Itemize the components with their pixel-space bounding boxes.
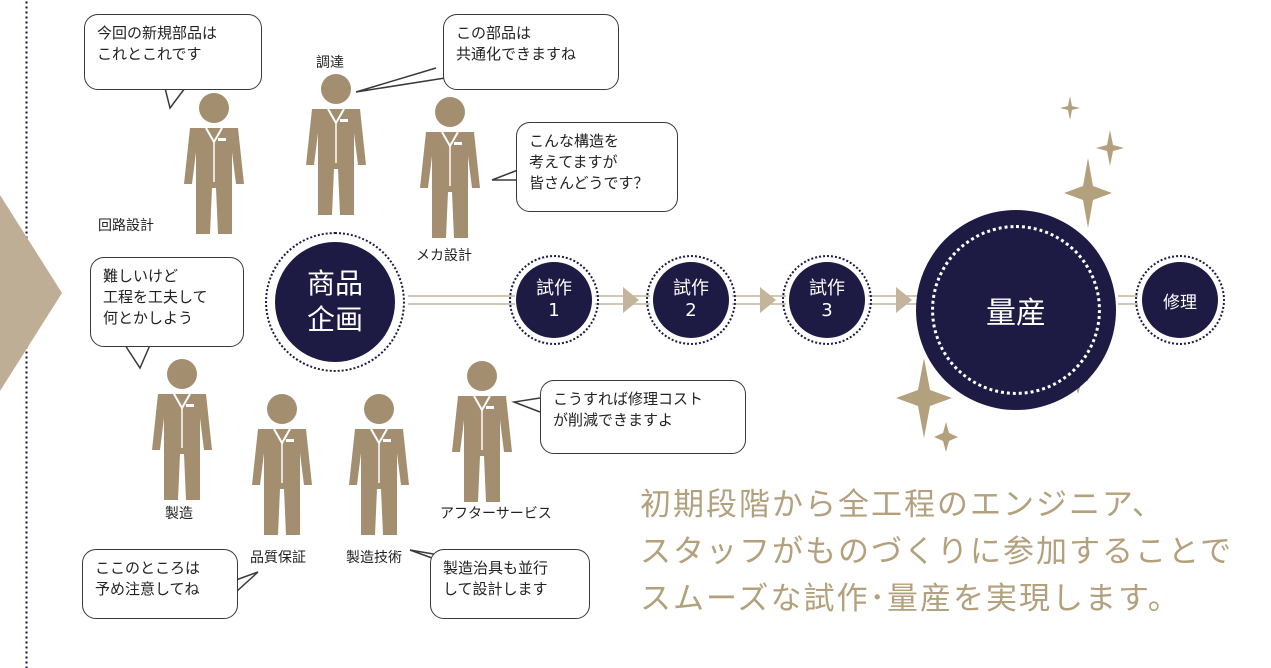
arrow-icon <box>623 287 639 313</box>
bubble-procurement: この部品は 共通化できますね <box>443 14 619 90</box>
stage-ring <box>1135 255 1225 345</box>
description-text: 初期段階から全工程のエンジニア、 スタッフがものづくりに参加することで スムーズ… <box>640 487 1234 617</box>
stage-repair: 修理 <box>1142 262 1218 338</box>
bubble-tail <box>491 169 519 181</box>
stage-mass: 量産 <box>941 235 1091 385</box>
bubble-circuit: 今回の新規部品は これとこれです <box>84 14 262 90</box>
person-manufacturing-icon <box>152 359 212 500</box>
bubble-mechanical: こんな構造を 考えてますが 皆さんどうです？ <box>516 122 678 212</box>
person-after-service-icon <box>452 361 512 502</box>
arrow-icon <box>760 287 776 313</box>
bubble-tail <box>511 397 541 413</box>
sparkle-icon <box>1060 96 1080 120</box>
role-label-after-service: アフターサービス <box>440 506 552 522</box>
person-circuit-icon <box>184 93 244 234</box>
role-label-quality: 品質保証 <box>250 550 306 566</box>
bubble-manufacturing: 難しいけど 工程を工夫して 何とかしよう <box>90 257 244 347</box>
stage-ring <box>782 255 872 345</box>
stage-ring <box>265 232 405 372</box>
sparkle-icon <box>934 422 958 452</box>
person-procurement-icon <box>306 74 366 215</box>
role-label-manufacturing: 製造 <box>165 506 193 522</box>
stage-proto-3: 試作 3 <box>789 262 865 338</box>
sparkle-icon <box>1064 158 1112 228</box>
stage-ring <box>509 255 599 345</box>
sparkle-icon <box>896 358 952 438</box>
role-label-procurement: 調達 <box>316 55 344 71</box>
bubble-quality: ここのところは 予め注意してね <box>82 549 238 619</box>
stage-ring <box>931 225 1101 395</box>
stage-proto-2: 試作 2 <box>653 262 729 338</box>
bubble-tail <box>355 67 446 93</box>
person-mfg-tech-icon <box>349 394 409 535</box>
stage-proto-1: 試作 1 <box>516 262 592 338</box>
bubble-after-service: こうすれば修理コスト が削減できますよ <box>540 380 746 454</box>
bubble-tail <box>235 571 259 593</box>
left-triangle-decoration <box>0 195 62 391</box>
stage-ring <box>646 255 736 345</box>
stage-planning: 商品 企画 <box>275 242 395 362</box>
bubble-mfg-tech: 製造治具も並行 して設計します <box>430 549 590 619</box>
role-label-mfg-tech: 製造技術 <box>346 550 402 566</box>
role-label-mechanical: メカ設計 <box>416 248 472 264</box>
person-quality-icon <box>252 394 312 535</box>
bubble-tail <box>164 87 186 110</box>
bubble-tail <box>124 344 151 370</box>
person-mechanical-icon <box>420 97 480 238</box>
role-label-circuit: 回路設計 <box>98 218 154 234</box>
sparkle-icon <box>1096 130 1124 166</box>
arrow-icon <box>896 287 912 313</box>
